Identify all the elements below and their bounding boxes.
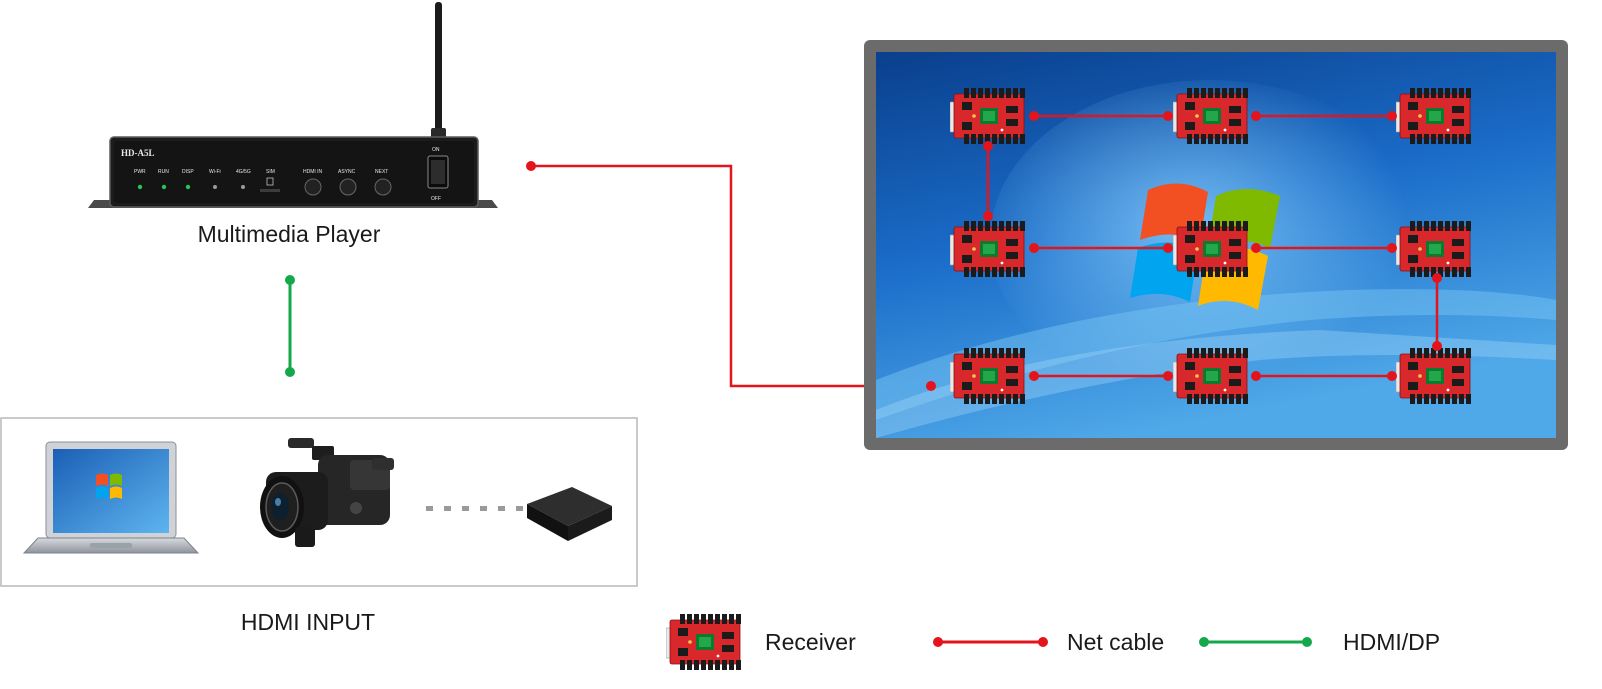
receiver-card-icon xyxy=(1173,221,1249,277)
legend-hdmi-line xyxy=(1199,637,1312,647)
connector-dots xyxy=(426,506,523,511)
button-label-next: NEXT xyxy=(375,169,388,175)
indicator-label-4g: 4G/5G xyxy=(236,169,251,175)
indicator-label-sim: SIM xyxy=(266,169,275,175)
button-label-async: ASYNC xyxy=(338,169,356,175)
receiver-card-icon xyxy=(950,88,1026,144)
button-label-hdmi-in: HDMI IN xyxy=(303,169,323,175)
player-to-screen-net-cable xyxy=(526,161,931,388)
indicator-label-run: RUN xyxy=(158,169,169,175)
power-switch: ON OFF xyxy=(427,147,449,202)
legend-receiver-label: Receiver xyxy=(765,629,856,655)
indicator-label-pwr: PWR xyxy=(134,169,146,175)
camcorder-icon xyxy=(260,438,394,547)
player-buttons: HDMI IN ASYNC NEXT xyxy=(303,169,392,196)
switch-off-label: OFF xyxy=(431,196,441,202)
receiver-cable-endpoints xyxy=(926,111,1442,391)
multimedia-player-label: Multimedia Player xyxy=(198,221,381,247)
receiver-card-icon xyxy=(1396,348,1472,404)
legend-receiver-icon xyxy=(666,614,742,670)
player-indicators: PWR RUN DISP Wi-Fi 4G/5G SIM xyxy=(134,169,280,192)
laptop-icon xyxy=(22,441,200,554)
antenna-icon xyxy=(435,2,442,138)
receiver-card-icon xyxy=(950,221,1026,277)
multimedia-player-device: HD-A5L PWR RUN DISP Wi-Fi 4G/5G SIM HDMI… xyxy=(88,2,498,208)
indicator-label-wifi: Wi-Fi xyxy=(209,169,221,175)
legend: Receiver Net cable HDMI/DP xyxy=(666,614,1440,670)
legend-hdmi-dp-label: HDMI/DP xyxy=(1343,629,1440,655)
receiver-card-icon xyxy=(1173,88,1249,144)
receiver-card-icon xyxy=(1396,221,1472,277)
receiver-net-cables xyxy=(986,114,1439,378)
legend-net-cable-label: Net cable xyxy=(1067,629,1164,655)
receiver-card-icon xyxy=(1173,348,1249,404)
receiver-card-icon xyxy=(950,348,1026,404)
switch-on-label: ON xyxy=(432,147,440,153)
hdmi-link xyxy=(285,275,295,377)
set-top-box-icon xyxy=(527,487,612,541)
player-model-text: HD-A5L xyxy=(121,148,155,158)
indicator-label-disp: DISP xyxy=(182,169,194,175)
legend-net-cable-line xyxy=(933,637,1048,647)
hdmi-input-label: HDMI INPUT xyxy=(241,609,375,635)
receiver-card-icon xyxy=(1396,88,1472,144)
